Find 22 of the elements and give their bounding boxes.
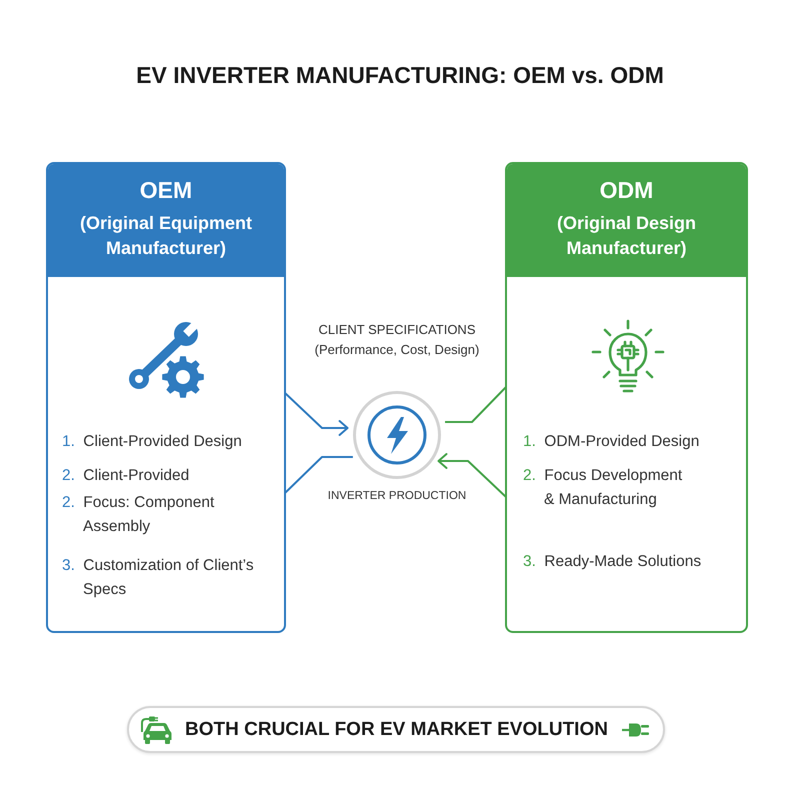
list-item: 2. Focus: Component Assembly (62, 493, 216, 537)
arrow (284, 392, 349, 436)
node-caption: INVERTER PRODUCTION (328, 489, 466, 504)
list-item: 3. Customization of Client’s Specs (62, 556, 255, 600)
card-title: ODM (600, 176, 654, 205)
panel-card (505, 162, 748, 633)
card-title: OEM (140, 176, 192, 205)
list-item: 2. Client-Provided (62, 466, 190, 486)
panel-card (46, 162, 286, 633)
connector-line (445, 386, 507, 423)
connector-line (284, 456, 353, 494)
list-item: 3. Ready-Made Solutions (523, 552, 702, 572)
list-item: 1. ODM-Provided Design (523, 432, 700, 452)
card-subtitle: (Original Design Manufacturer) (556, 212, 698, 260)
list-item: 1. Client-Provided Design (62, 432, 242, 452)
title: EV INVERTER MANUFACTURING: OEM vs. ODM (136, 61, 664, 90)
arrow (438, 453, 507, 498)
banner-pill (127, 706, 665, 753)
banner-text: BOTH CRUCIAL FOR EV MARKET EVOLUTION (185, 718, 608, 742)
node-caption: CLIENT SPECIFICATIONS (Performance, Cost, Design) (314, 321, 480, 359)
card-subtitle: (Original Equipment Manufacturer) (78, 212, 253, 260)
list-item: 2. Focus Development & Manufacturing (523, 466, 684, 510)
